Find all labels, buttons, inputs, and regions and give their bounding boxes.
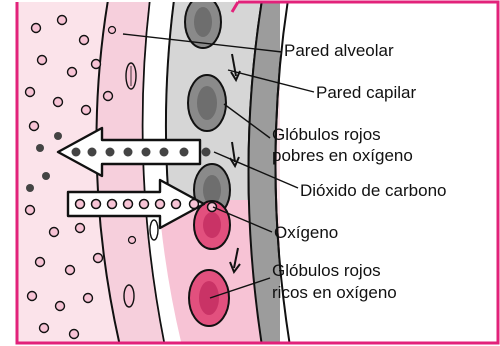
cell-nucleus [150, 220, 158, 240]
label-globulos-ricos-line1: Glóbulos rojos [272, 261, 381, 280]
label-pared-capilar: Pared capilar [316, 83, 417, 102]
label-dioxido-de-carbono: Dióxido de carbono [300, 181, 446, 200]
label-pared-alveolar: Pared alveolar [284, 41, 394, 60]
label-globulos-pobres-line1: Glóbulos rojos [272, 125, 381, 144]
label-oxigeno: Oxígeno [274, 223, 338, 242]
red-blood-cell-rich [189, 270, 229, 326]
label-globulos-pobres-line2: pobres en oxígeno [272, 146, 413, 165]
cell-nucleus [124, 285, 134, 307]
red-blood-cell-poor [185, 0, 221, 48]
cell-nucleus [126, 63, 136, 89]
label-globulos-ricos-line2: ricos en oxígeno [272, 283, 397, 302]
red-blood-cell-poor [188, 75, 226, 131]
